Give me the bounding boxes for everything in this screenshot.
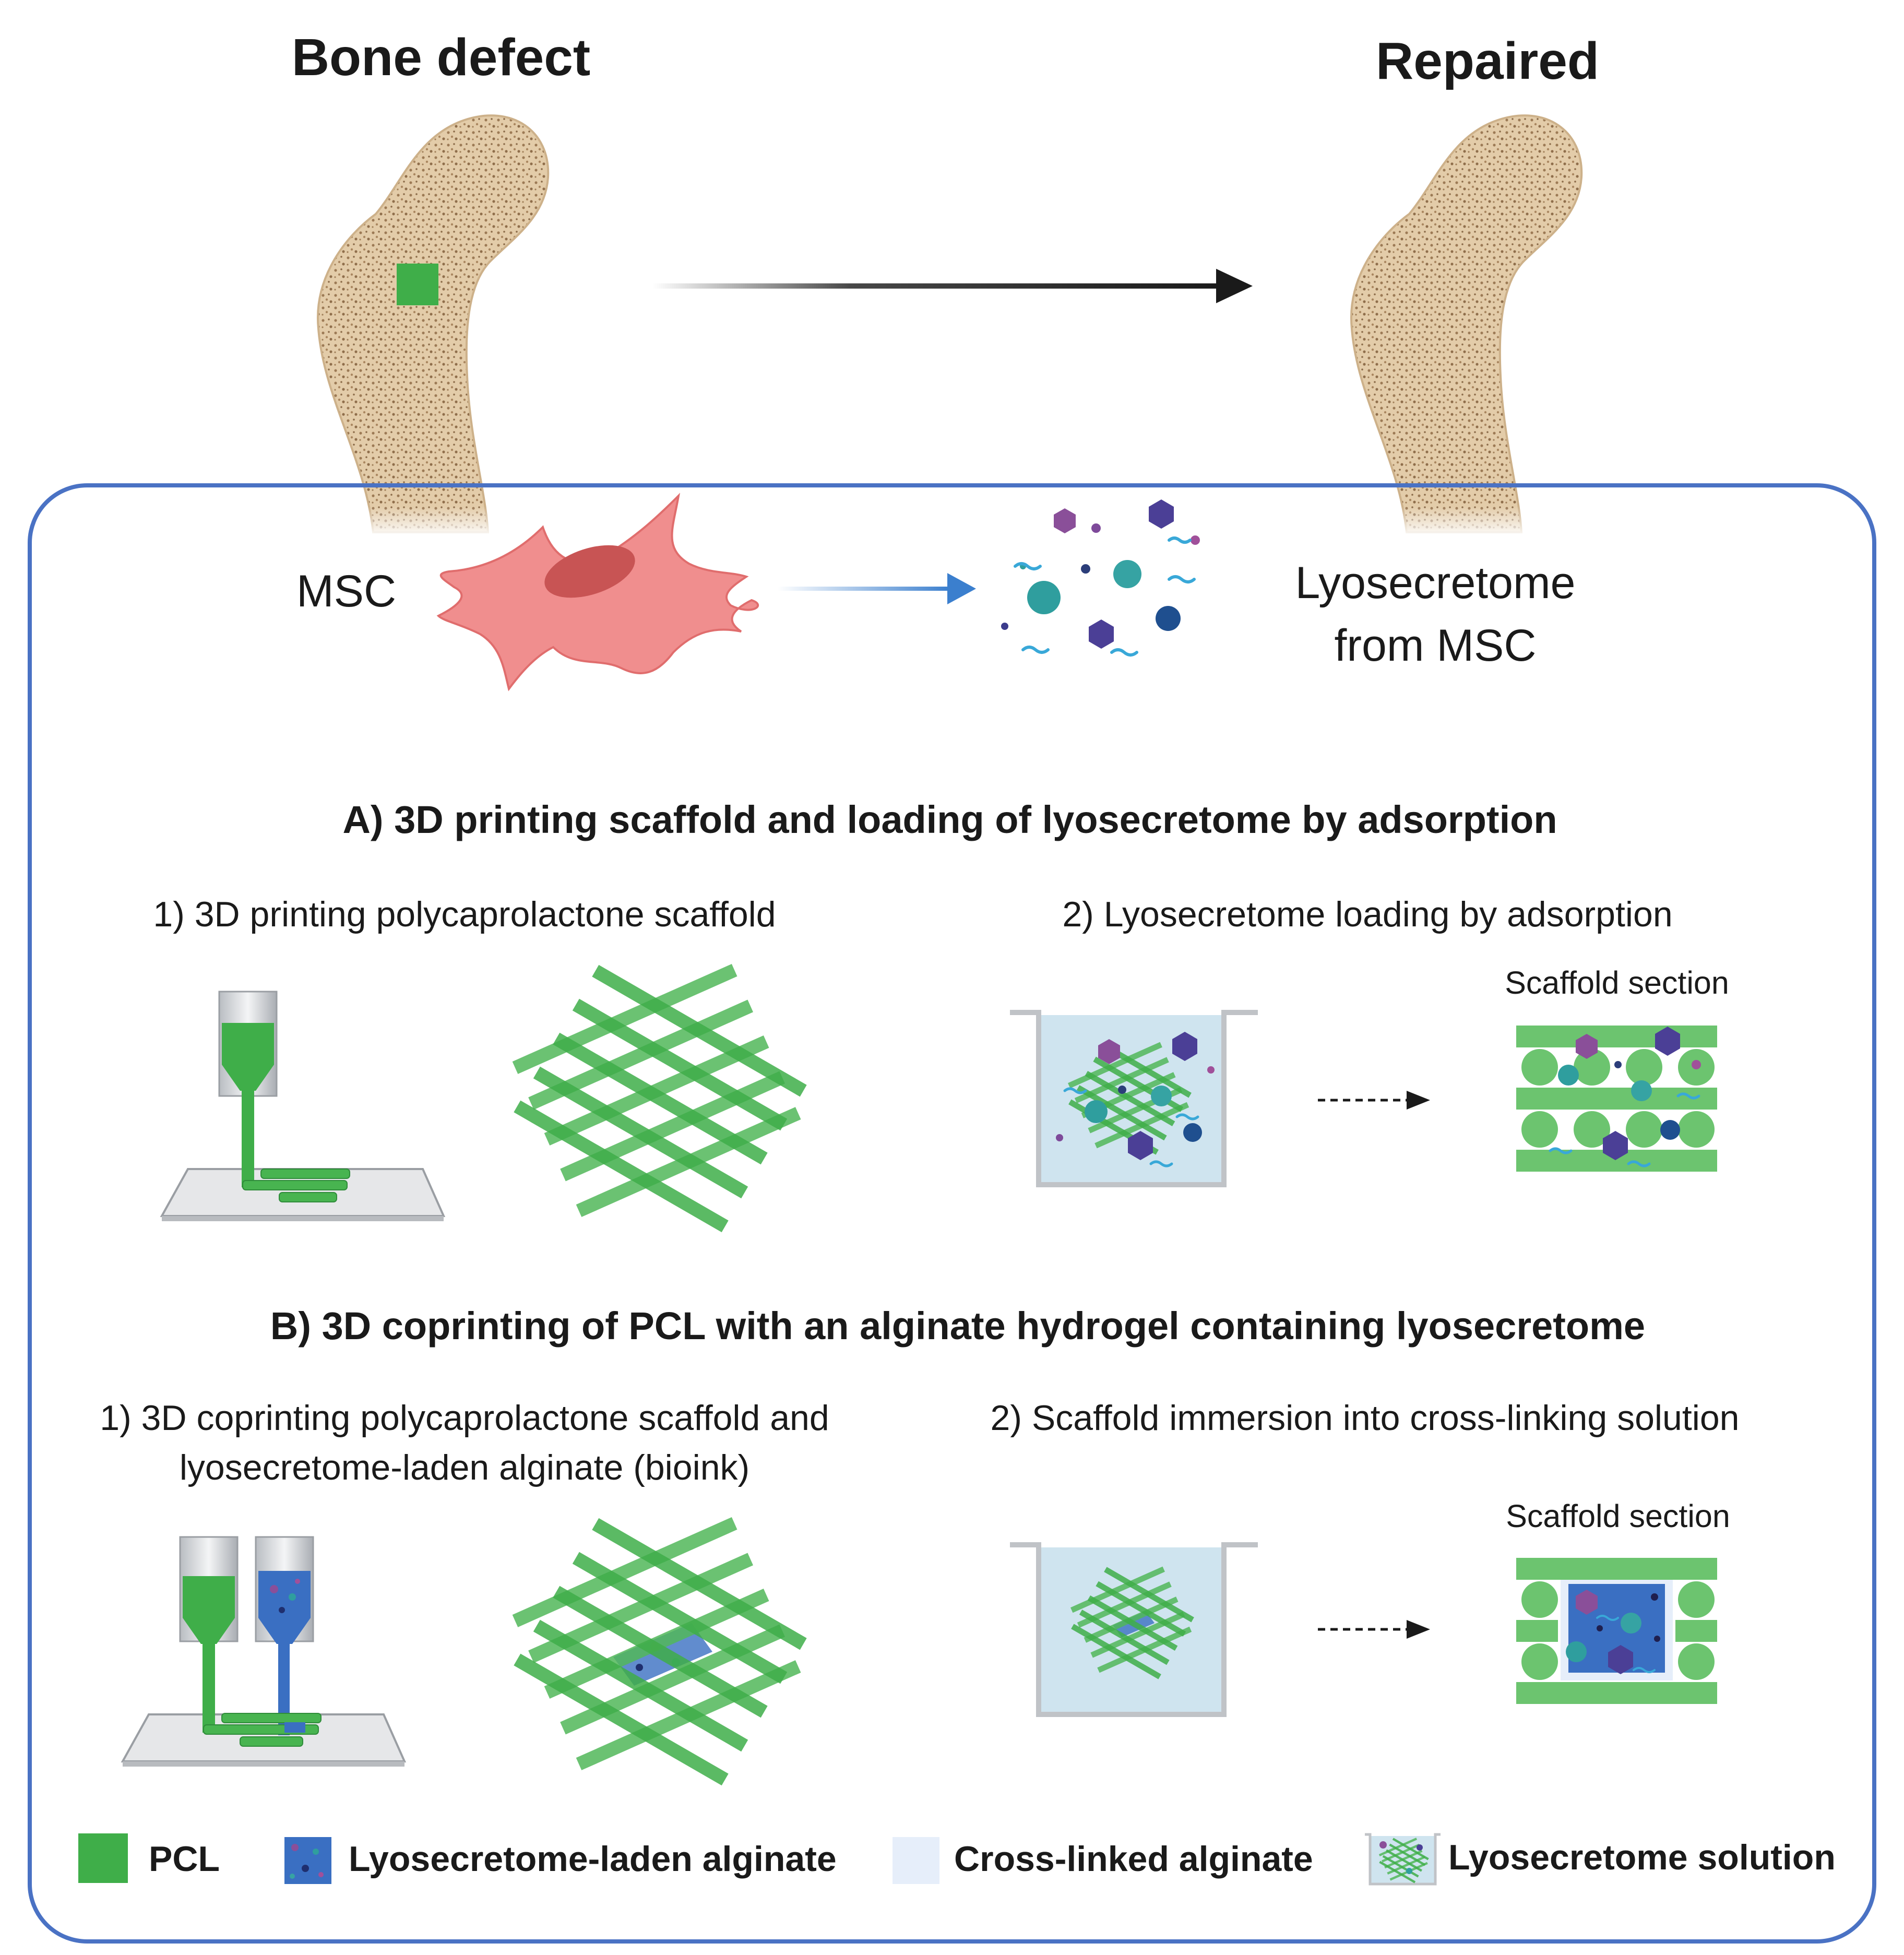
section-b-scaffold-section-icon xyxy=(1516,1558,1717,1704)
section-a-step2: 2) Lyosecretome loading by adsorption xyxy=(1062,895,1673,934)
lyosecretome-solution-swatch-icon xyxy=(1365,1833,1441,1886)
repaired-title: Repaired xyxy=(1376,32,1599,90)
pcl-printer-icon xyxy=(160,991,446,1221)
lyosecretome-label-line1: Lyosecretome xyxy=(1295,558,1576,608)
crosslinking-beaker-icon xyxy=(1010,1542,1258,1717)
legend-label-crosslinked-alginate: Cross-linked alginate xyxy=(954,1839,1313,1879)
pcl-scaffold-lattice-icon xyxy=(512,964,807,1233)
lyosecretome-particles-icon xyxy=(1001,499,1200,657)
laden-alginate-swatch-icon xyxy=(284,1837,331,1884)
legend-label-laden-alginate: Lyosecretome-laden alginate xyxy=(349,1839,837,1879)
repair-arrow-icon xyxy=(652,269,1253,303)
crosslinked-alginate-swatch-icon xyxy=(892,1837,939,1884)
coprinting-printer-icon xyxy=(121,1536,407,1767)
msc-label: MSC xyxy=(296,566,397,616)
section-a-scaffold-section-icon xyxy=(1516,1026,1717,1172)
legend-label-pcl: PCL xyxy=(149,1839,220,1879)
section-a-dashed-arrow-icon xyxy=(1318,1091,1430,1110)
section-a-step1: 1) 3D printing polycaprolactone scaffold xyxy=(153,895,776,934)
bone-defect-title: Bone defect xyxy=(291,28,591,87)
section-b-step2: 2) Scaffold immersion into cross-linking… xyxy=(990,1398,1740,1438)
coprinted-scaffold-lattice-icon xyxy=(512,1517,807,1786)
defect-femur-icon xyxy=(307,114,560,539)
section-b-step1-line2: lyosecretome-laden alginate (bioink) xyxy=(179,1448,750,1487)
pcl-swatch-icon xyxy=(78,1833,128,1883)
section-a-title: A) 3D printing scaffold and loading of l… xyxy=(342,798,1557,841)
section-a-scaffold-section-label: Scaffold section xyxy=(1505,965,1729,1000)
msc-cell-icon xyxy=(436,493,759,692)
adsorption-beaker-icon xyxy=(1010,1010,1258,1187)
section-b-dashed-arrow-icon xyxy=(1318,1620,1430,1639)
section-b-scaffold-section-label: Scaffold section xyxy=(1506,1498,1730,1534)
legend-label-lyosecretome-solution: Lyosecretome solution xyxy=(1448,1838,1836,1877)
section-b-step1-line1: 1) 3D coprinting polycaprolactone scaffo… xyxy=(100,1398,829,1438)
section-b-title: B) 3D coprinting of PCL with an alginate… xyxy=(270,1304,1646,1348)
process-panel xyxy=(28,483,1876,1944)
lyosecretome-label-line2: from MSC xyxy=(1334,621,1537,671)
repaired-femur-icon xyxy=(1340,114,1593,539)
msc-to-lyosecretome-arrow-icon xyxy=(778,573,976,604)
